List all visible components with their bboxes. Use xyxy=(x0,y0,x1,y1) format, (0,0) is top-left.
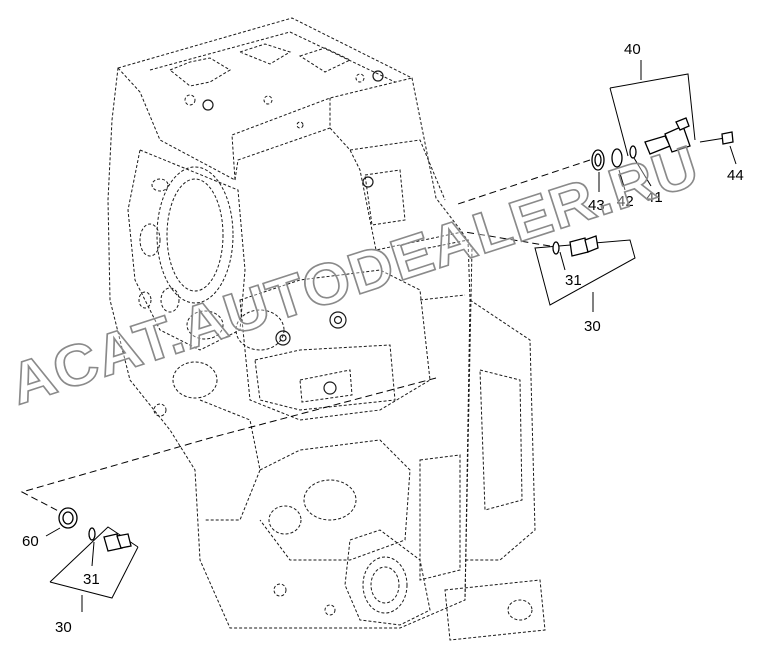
plug-30-left xyxy=(88,527,132,552)
watermark-text: ACAT.AUTODEALER.RU xyxy=(2,133,707,417)
watermark: ACAT.AUTODEALER.RU xyxy=(1,132,707,418)
callout-40: 40 xyxy=(624,41,641,58)
callout-31-left: 31 xyxy=(83,571,100,588)
callout-31-right: 31 xyxy=(565,272,582,289)
callout-60: 60 xyxy=(22,533,39,550)
callout-41: 41 xyxy=(646,189,663,206)
screw-44 xyxy=(699,131,734,145)
plug-group-left xyxy=(20,377,437,612)
sensor-group-upper xyxy=(454,60,737,206)
sensor-part xyxy=(644,117,691,155)
transmission-housing xyxy=(107,17,546,641)
callout-43: 43 xyxy=(588,197,605,214)
o-ring-42 xyxy=(611,148,623,168)
callout-44: 44 xyxy=(727,167,744,184)
callout-30-left: 30 xyxy=(55,619,72,636)
o-ring-41 xyxy=(629,145,637,159)
callout-labels: 40 44 43 42 41 31 30 60 31 30 xyxy=(22,41,744,636)
housing-solid-details xyxy=(202,70,384,395)
plug-30-right xyxy=(552,235,599,257)
callout-42: 42 xyxy=(617,193,634,210)
callout-30-right: 30 xyxy=(584,318,601,335)
plug-group-right xyxy=(464,231,636,312)
